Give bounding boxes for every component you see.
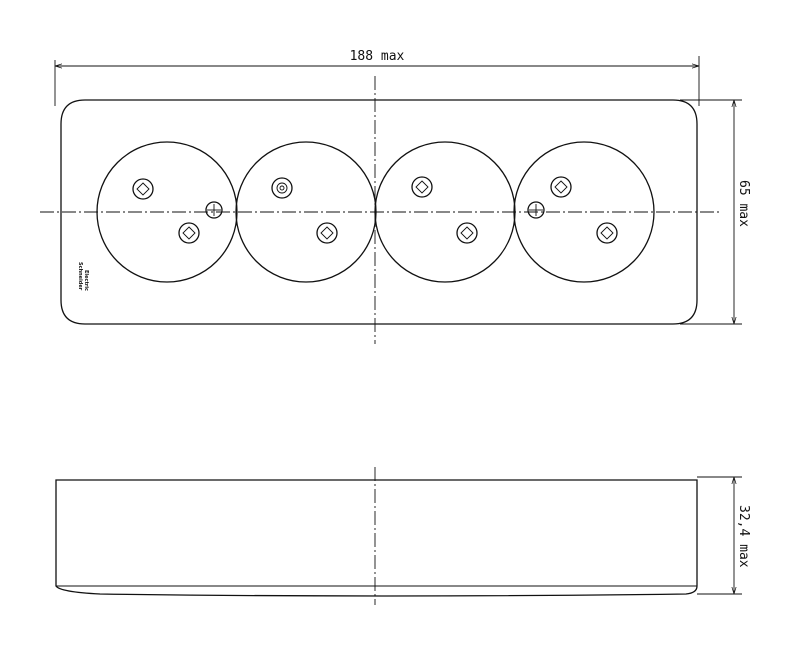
earth-screw-2 <box>527 201 545 219</box>
pin-hole <box>316 222 338 244</box>
height-dimension: 65 max <box>680 99 751 325</box>
front-outline <box>60 99 698 325</box>
side-view: 32,4 max <box>55 467 751 605</box>
pin-hole <box>178 222 200 244</box>
earth-screw-1 <box>205 201 223 219</box>
pin-hole <box>456 222 478 244</box>
height-dimension-label: 65 max <box>736 180 751 227</box>
pin-hole <box>271 177 293 199</box>
socket-face <box>513 141 655 283</box>
depth-dimension: 32,4 max <box>697 476 751 595</box>
front-view: Schneider Electric 188 max 65 max <box>40 49 751 344</box>
width-dimension: 188 max <box>54 49 700 106</box>
brand-line-1: Schneider <box>77 262 83 291</box>
brand-line-2: Electric <box>83 270 89 291</box>
pin-hole <box>550 176 572 198</box>
brand-logo: Schneider Electric <box>77 262 89 291</box>
depth-dimension-label: 32,4 max <box>736 505 751 568</box>
pin-hole <box>411 176 433 198</box>
pin-hole <box>132 178 154 200</box>
pin-holes <box>132 176 618 244</box>
socket-3 <box>374 141 516 283</box>
width-dimension-label: 188 max <box>350 49 405 64</box>
side-outline <box>55 479 698 597</box>
socket-face <box>96 141 238 283</box>
socket-2 <box>235 141 377 283</box>
socket-1 <box>96 141 238 283</box>
socket-face <box>374 141 516 283</box>
pin-hole <box>596 222 618 244</box>
socket-face <box>235 141 377 283</box>
socket-4 <box>513 141 655 283</box>
